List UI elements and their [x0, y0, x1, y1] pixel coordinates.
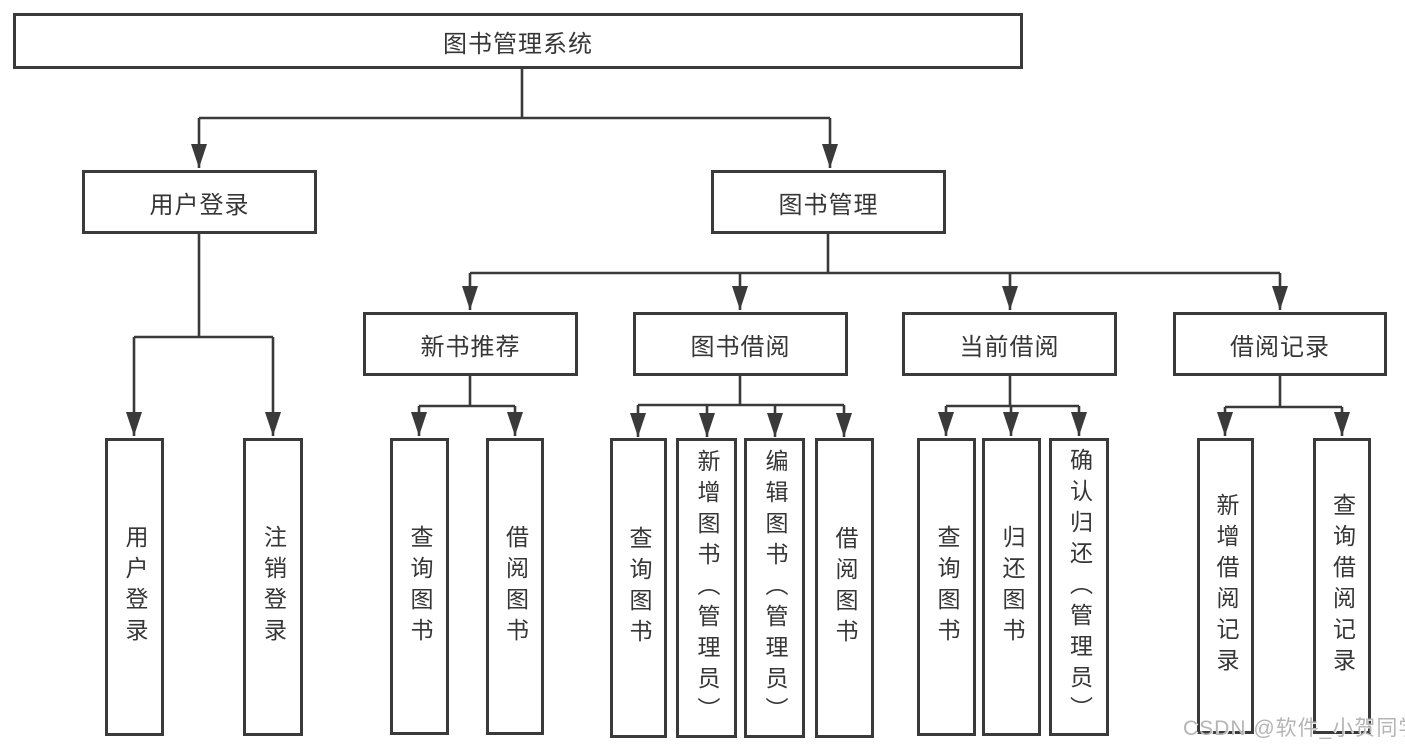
- leaf-query-borrow-record: 查询借阅记录: [1313, 438, 1371, 734]
- leaf-query-book: 查询图书: [390, 438, 449, 735]
- leaf-label: 确认归还（管理员）: [1066, 447, 1093, 727]
- leaf-label: 用户登录: [122, 525, 148, 649]
- leaf-label: 借阅图书: [832, 526, 858, 650]
- leaf-query-book: 查询图书: [917, 438, 976, 736]
- leaf-label: 注销登录: [260, 525, 287, 649]
- leaf-confirm-return-admin: 确认归还（管理员）: [1049, 438, 1109, 736]
- leaf-label: 新增图书（管理员）: [694, 448, 720, 728]
- node-book-management: 图书管理: [711, 170, 946, 234]
- leaf-label: 查询借阅记录: [1329, 493, 1356, 679]
- leaf-add-borrow-record: 新增借阅记录: [1197, 438, 1254, 734]
- leaf-label: 查询图书: [626, 526, 652, 650]
- leaf-edit-book-admin: 编辑图书（管理员）: [744, 438, 805, 738]
- leaf-label: 编辑图书（管理员）: [762, 448, 788, 728]
- leaf-label: 新增借阅记录: [1213, 493, 1239, 679]
- leaf-label: 查询图书: [407, 524, 433, 649]
- leaf-borrow-book: 借阅图书: [815, 438, 874, 738]
- leaf-user-login: 用户登录: [105, 438, 164, 736]
- node-user-login: 用户登录: [82, 170, 317, 234]
- node-borrow-records: 借阅记录: [1173, 312, 1387, 376]
- leaf-borrow-book: 借阅图书: [486, 438, 544, 735]
- leaf-label: 查询图书: [934, 525, 960, 649]
- leaf-label: 借阅图书: [502, 524, 529, 649]
- csdn-watermark: CSDN @软件_小贺同学: [1183, 717, 1405, 740]
- leaf-query-book: 查询图书: [610, 438, 667, 738]
- node-book-borrow: 图书借阅: [633, 312, 848, 376]
- leaf-label: 归还图书: [999, 525, 1025, 649]
- leaf-return-book: 归还图书: [982, 438, 1041, 736]
- node-library-management-system: 图书管理系统: [13, 13, 1023, 69]
- node-current-borrow: 当前借阅: [902, 312, 1117, 376]
- leaf-logout: 注销登录: [243, 438, 303, 736]
- leaf-add-book-admin: 新增图书（管理员）: [676, 438, 737, 738]
- node-new-book-recommend: 新书推荐: [363, 312, 578, 376]
